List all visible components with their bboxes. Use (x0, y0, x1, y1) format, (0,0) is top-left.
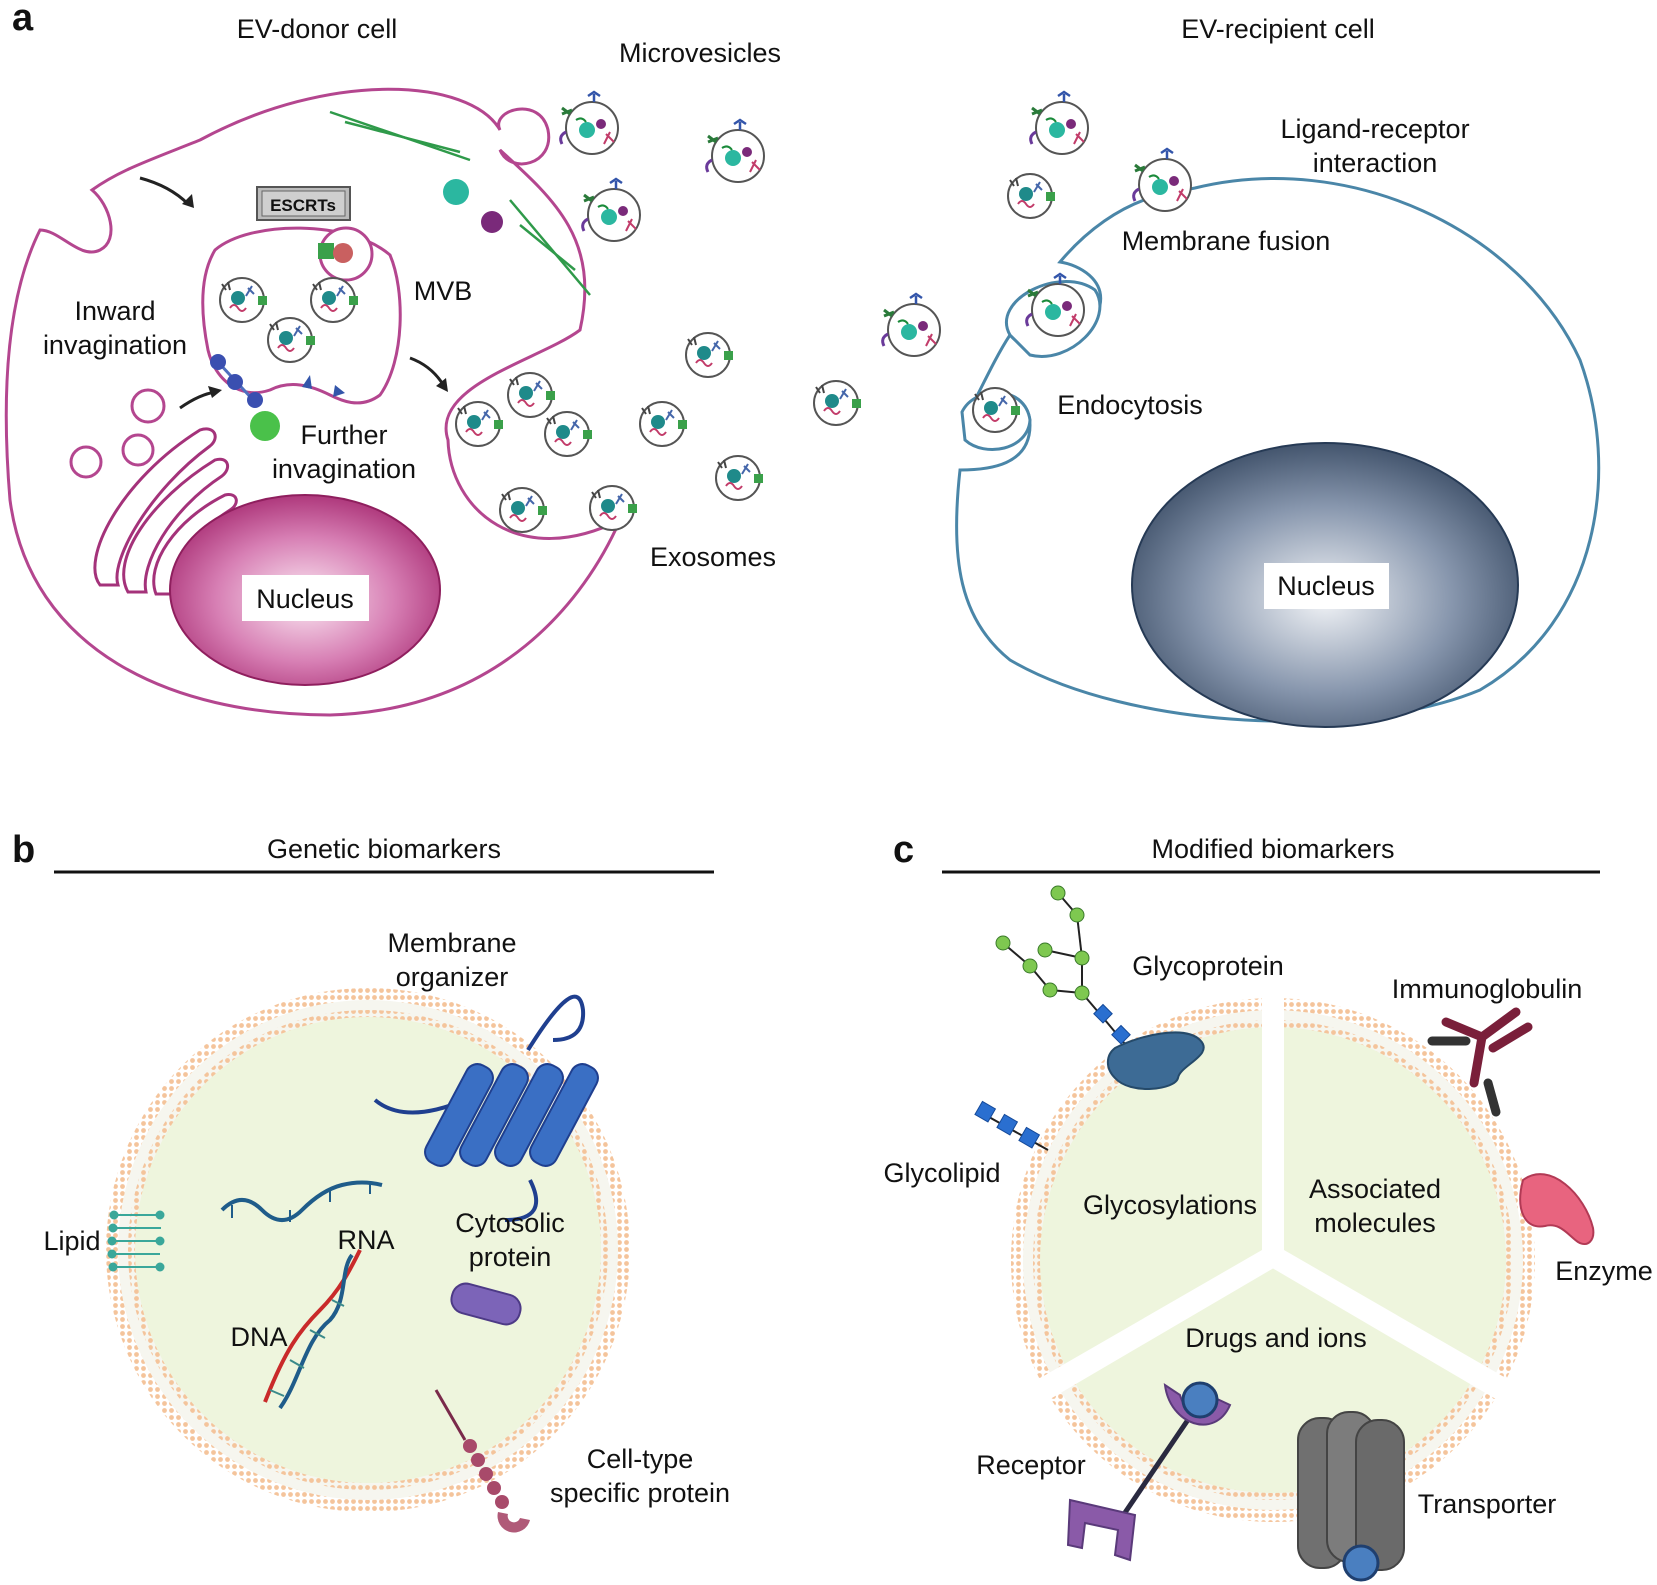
panel-c: c Modified biomarkers Glycosylations Ass… (883, 829, 1653, 1582)
mvb-label: MVB (414, 276, 473, 306)
glycoprotein-label: Glycoprotein (1132, 951, 1284, 981)
cell-type-line2: specific protein (550, 1478, 730, 1508)
microvesicles-label: Microvesicles (619, 38, 781, 68)
inward-invagination-line1: Inward (74, 296, 155, 326)
svg-text:ESCRTs: ESCRTs (270, 196, 336, 215)
dna-icon (263, 1249, 362, 1410)
microvesicle (705, 118, 766, 184)
further-invagination-line1: Further (300, 420, 387, 450)
rna-label: RNA (337, 1225, 394, 1255)
exosome (639, 401, 688, 447)
exosome (544, 411, 593, 457)
released-particle (481, 211, 503, 233)
associated-molecules-line2: molecules (1314, 1208, 1436, 1238)
escrt-protein (318, 243, 334, 259)
panel-a: a EV-donor cell EV-recipient cell ESCRTs… (4, 0, 1601, 728)
receptor-label: Receptor (976, 1450, 1086, 1480)
cytosolic-protein-icon (450, 1282, 522, 1326)
glycoprotein-icon (995, 885, 1205, 1090)
escrt-cargo (333, 243, 353, 263)
small-vesicle (69, 445, 103, 479)
modified-biomarkers-title: Modified biomarkers (1151, 834, 1394, 864)
immunoglobulin-icon (1427, 1007, 1533, 1117)
further-invagination-line2: invagination (272, 454, 416, 484)
glycosylations-label: Glycosylations (1083, 1190, 1257, 1220)
endocytosis-label: Endocytosis (1057, 390, 1203, 420)
segment-gap (1262, 1250, 1518, 1405)
small-vesicle (130, 388, 166, 424)
cytoskeleton (329, 110, 591, 296)
exosome (813, 380, 862, 426)
arrow-head-icon (436, 378, 448, 392)
associated-molecules-line1: Associated (1309, 1174, 1441, 1204)
microvesicle (559, 90, 620, 156)
exosome (455, 401, 504, 447)
arrow-head-icon (182, 194, 194, 208)
enzyme-icon (1519, 1173, 1595, 1246)
cell-type-protein-icon (434, 1389, 530, 1533)
bead-chain (210, 354, 280, 441)
genetic-biomarkers-title: Genetic biomarkers (267, 834, 501, 864)
panel-letter-c: c (893, 829, 914, 871)
drugs-ions-label: Drugs and ions (1185, 1323, 1367, 1353)
panel-letter-b: b (12, 829, 35, 871)
membrane-organizer-line2: organizer (396, 962, 509, 992)
lipid-label: Lipid (43, 1226, 100, 1256)
ligand-receptor-line2: interaction (1313, 148, 1438, 178)
membrane-organizer-line1: Membrane (387, 928, 516, 958)
membrane-fusion-label: Membrane fusion (1122, 226, 1331, 256)
exosomes-label: Exosomes (650, 542, 776, 572)
recipient-cell-title: EV-recipient cell (1181, 14, 1375, 44)
receptor-arrows (302, 375, 345, 397)
exosome (507, 372, 556, 418)
microvesicle (1029, 90, 1090, 156)
enzyme-label: Enzyme (1555, 1256, 1653, 1286)
recipient-nucleus-label: Nucleus (1277, 571, 1375, 601)
arrow-inward (139, 176, 190, 206)
cytosolic-protein-line2: protein (469, 1242, 552, 1272)
recipient-nucleus-label-box (1264, 563, 1389, 609)
donor-cell-title: EV-donor cell (237, 14, 398, 44)
immunoglobulin-label: Immunoglobulin (1392, 974, 1583, 1004)
rna-icon (220, 1180, 383, 1222)
escrts-box: ESCRTs (256, 186, 351, 221)
exosome (589, 485, 638, 531)
arrow-head-icon (208, 386, 222, 398)
glycolipid-label: Glycolipid (883, 1158, 1000, 1188)
microvesicle (581, 177, 642, 243)
ligand-receptor-line1: Ligand-receptor (1280, 114, 1469, 144)
cell-type-line1: Cell-type (587, 1444, 694, 1474)
transporter-icon (1297, 1411, 1405, 1582)
cytosolic-protein-line1: Cytosolic (455, 1208, 565, 1238)
exosome (715, 455, 764, 501)
glycolipid-icon (974, 1100, 1049, 1151)
membrane-organizer-icon (373, 994, 599, 1222)
panel-letter-a: a (12, 0, 34, 39)
lipid-highlight (107, 1210, 165, 1272)
segment-gap (1262, 990, 1284, 1262)
vesicle (1007, 173, 1056, 219)
exosome (685, 332, 734, 378)
exosome (499, 487, 548, 533)
released-particle (443, 179, 469, 205)
segment-gap (1028, 1250, 1284, 1405)
small-vesicle (121, 433, 155, 467)
microvesicle (881, 292, 942, 358)
donor-nucleus-label-box (242, 575, 369, 621)
panel-b: b Genetic biomarkers Lipid (12, 829, 730, 1533)
transporter-label: Transporter (1418, 1489, 1557, 1519)
donor-nucleus-label: Nucleus (256, 584, 354, 614)
inward-invagination-line2: invagination (43, 330, 187, 360)
dna-label: DNA (230, 1322, 287, 1352)
receptor-icon (1066, 1381, 1232, 1562)
rna-bases (231, 1182, 371, 1222)
